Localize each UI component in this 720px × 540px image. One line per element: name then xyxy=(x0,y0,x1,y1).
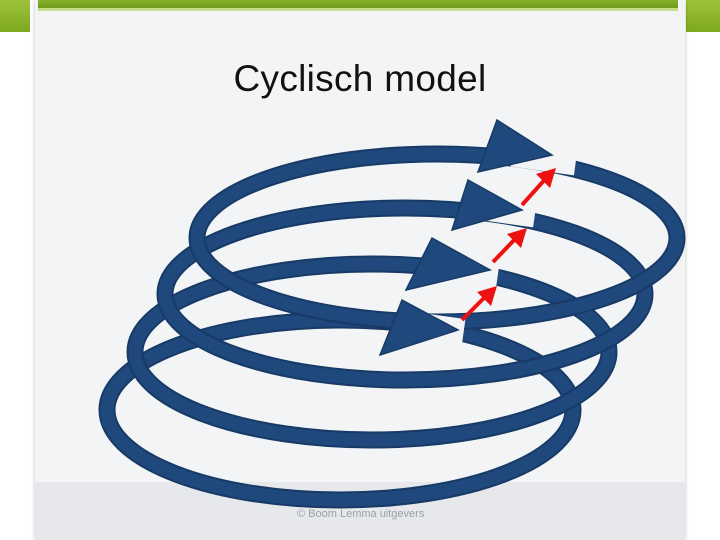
copyright-notice: © Boom Lemma uitgevers xyxy=(297,508,425,520)
top-accent-left xyxy=(0,0,30,32)
slide-title-text: Cyclisch model xyxy=(233,58,487,99)
top-accent-right xyxy=(686,0,720,32)
red-arrow-3 xyxy=(460,286,497,322)
red-arrow-1 xyxy=(520,168,556,207)
spiral-loop-3 xyxy=(126,255,618,449)
loop-arrowhead-3 xyxy=(404,236,493,292)
loop-arrowhead-4 xyxy=(378,298,460,357)
red-arrow-2 xyxy=(491,228,527,264)
slide-top-stripe-highlight xyxy=(38,8,678,11)
red-arrows xyxy=(460,168,556,322)
slide-top-stripe xyxy=(38,0,678,8)
slide-title: Cyclisch model xyxy=(0,58,720,100)
spiral-loop-2 xyxy=(156,199,654,389)
loop-arrowhead-1 xyxy=(476,118,554,174)
loop-arrowhead-2 xyxy=(450,178,524,232)
loop-arrowheads xyxy=(378,118,554,357)
